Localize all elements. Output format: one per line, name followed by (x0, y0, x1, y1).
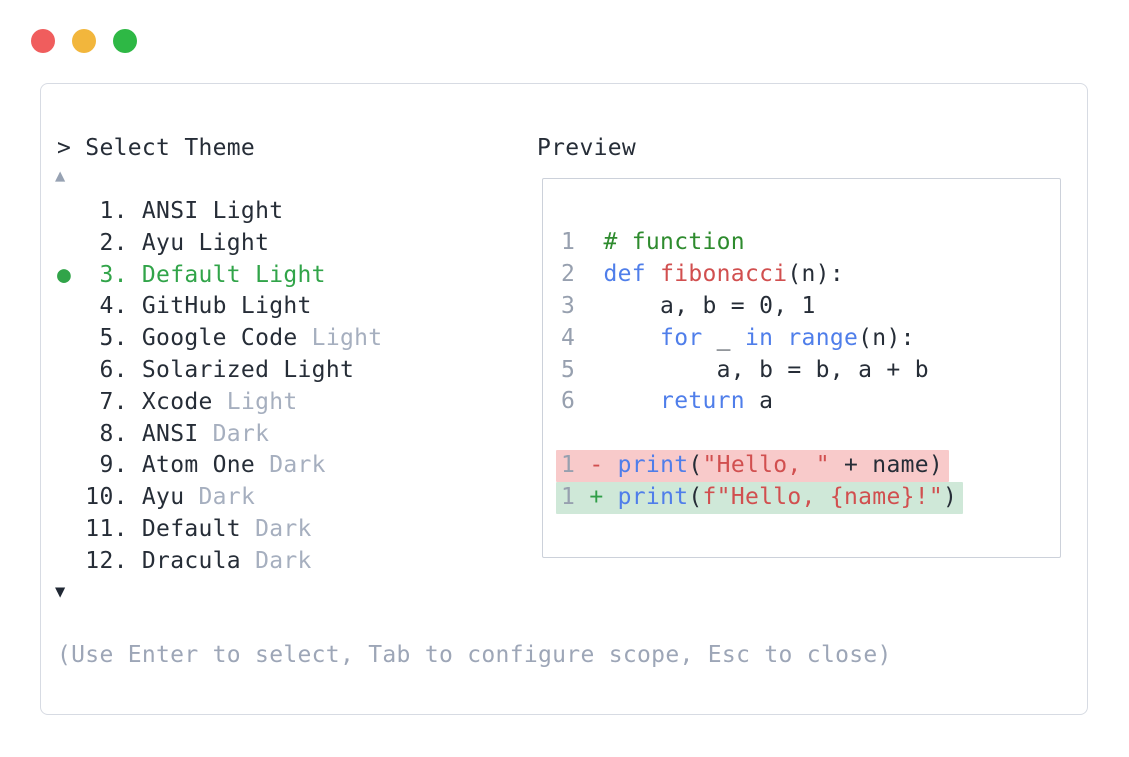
theme-item-label: Ayu Light (141, 229, 270, 256)
theme-item-label: Xcode (141, 388, 213, 415)
code-line-content: 1 # function (561, 229, 745, 255)
theme-item-label: ANSI (141, 420, 199, 447)
code-line-1: 1 # function (561, 227, 963, 259)
bullet-placeholder (57, 198, 71, 224)
theme-item-number: 4. (71, 293, 142, 320)
maximize-button-icon[interactable] (113, 29, 137, 53)
theme-list-item-12[interactable]: 12. Dracula Dark (57, 546, 382, 578)
theme-item-number: 2. (71, 229, 142, 256)
theme-item-label: Google Code (141, 325, 298, 352)
preview-label: Preview (537, 135, 637, 161)
theme-list-item-6[interactable]: 6. Solarized Light (57, 355, 382, 387)
theme-list-item-9[interactable]: 9. Atom One Dark (57, 450, 382, 482)
theme-list-item-4[interactable]: 4. GitHub Light (57, 291, 382, 323)
bullet-placeholder (57, 357, 71, 383)
theme-item-label-dim: Light (212, 388, 298, 415)
theme-item-label: Default (141, 515, 241, 542)
theme-list: 1. ANSI Light 2. Ayu Light● 3. Default L… (57, 196, 382, 578)
close-button-icon[interactable] (31, 29, 55, 53)
code-line-3: 3 a, b = 0, 1 (561, 291, 963, 323)
theme-item-number: 12. (71, 547, 142, 574)
theme-item-label: ANSI Light (141, 198, 284, 224)
theme-list-item-11[interactable]: 11. Default Dark (57, 514, 382, 546)
bullet-placeholder (57, 452, 71, 478)
scroll-up-icon[interactable]: ▲ (55, 166, 66, 186)
bullet-placeholder (57, 516, 71, 542)
code-line-content: 6 return a (561, 388, 774, 415)
window-controls (31, 29, 137, 53)
code-preview: 1 # function 2 def fibonacci(n): 3 a, b = … (556, 227, 964, 515)
bullet-placeholder (57, 325, 71, 351)
bullet-placeholder (57, 389, 71, 415)
theme-item-number: 7. (71, 388, 142, 415)
theme-item-number: 9. (71, 452, 142, 479)
diff-removed-line: 1 - print("Hello, " + name) (556, 450, 950, 483)
theme-item-number: 6. (71, 356, 142, 383)
diff-added-line: 1 + print(f"Hello, {name}!") (556, 482, 964, 515)
code-line-content: 3 a, b = 0, 1 (561, 292, 816, 319)
theme-list-item-7[interactable]: 7. Xcode Light (57, 387, 382, 419)
minimize-button-icon[interactable] (72, 29, 96, 53)
code-line-7 (561, 418, 963, 450)
code-line-content: 4 for _ in range(n): (561, 324, 915, 351)
select-theme-prompt: > Select Theme (57, 135, 256, 161)
theme-item-label-dim: Dark (240, 515, 312, 542)
theme-item-label: GitHub Light (141, 293, 312, 320)
bullet-placeholder (57, 548, 71, 574)
theme-item-number: 10. (71, 484, 142, 511)
code-line-9: 1 + print(f"Hello, {name}!") (556, 482, 964, 515)
theme-list-item-3[interactable]: ● 3. Default Light (57, 260, 382, 292)
theme-item-label-dim: Dark (255, 452, 326, 479)
theme-item-number: 5. (71, 325, 142, 352)
preview-box: 1 # function 2 def fibonacci(n): 3 a, b = … (542, 178, 1061, 558)
theme-list-item-8[interactable]: 8. ANSI Dark (57, 419, 382, 451)
code-line-2: 2 def fibonacci(n): (561, 259, 963, 291)
theme-item-number: 8. (71, 420, 142, 447)
theme-item-label-dim: Dark (240, 547, 312, 574)
code-line-4: 4 for _ in range(n): (561, 323, 963, 355)
theme-item-label: Default Light (141, 261, 326, 288)
theme-item-label: Atom One (141, 452, 256, 479)
code-line-content: 2 def fibonacci(n): (561, 260, 844, 287)
theme-item-label-dim: Dark (198, 420, 270, 447)
theme-item-number: 11. (71, 515, 142, 542)
theme-list-item-10[interactable]: 10. Ayu Dark (57, 482, 382, 514)
code-line-5: 5 a, b = b, a + b (561, 355, 963, 387)
help-text: (Use Enter to select, Tab to configure s… (57, 642, 892, 668)
theme-item-label-dim: Light (297, 325, 383, 352)
theme-list-item-5[interactable]: 5. Google Code Light (57, 323, 382, 355)
bullet-placeholder (57, 293, 71, 319)
theme-item-label: Solarized Light (141, 356, 355, 383)
code-line-content (556, 418, 581, 450)
theme-item-number: 3. (71, 261, 142, 288)
theme-list-item-2[interactable]: 2. Ayu Light (57, 228, 382, 260)
theme-list-item-1[interactable]: 1. ANSI Light (57, 196, 382, 228)
bullet-placeholder (57, 421, 71, 447)
theme-item-number: 1. (71, 198, 142, 224)
code-line-content: 5 a, b = b, a + b (561, 356, 929, 383)
code-line-6: 6 return a (561, 386, 963, 418)
scroll-down-icon[interactable]: ▼ (55, 582, 66, 602)
theme-item-label-dim: Dark (184, 484, 256, 511)
theme-item-label: Dracula (141, 547, 241, 574)
theme-item-label: Ayu (141, 484, 185, 511)
bullet-placeholder (57, 230, 71, 256)
bullet-placeholder (57, 484, 71, 510)
selected-dot-icon: ● (57, 261, 72, 288)
code-line-8: 1 - print("Hello, " + name) (556, 450, 963, 483)
